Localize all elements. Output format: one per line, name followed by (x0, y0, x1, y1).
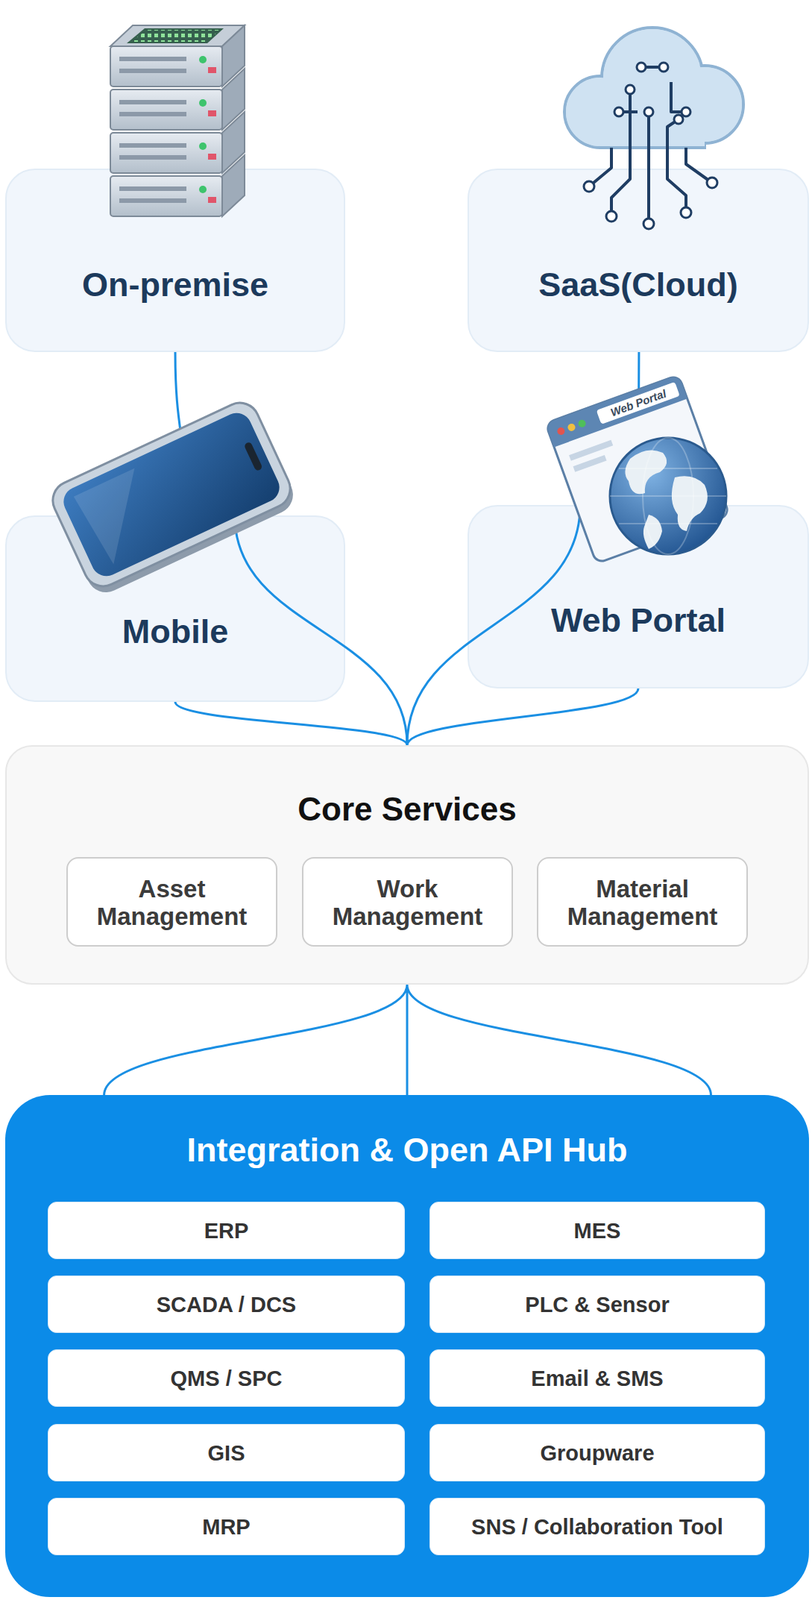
cloud-icon-part-part (659, 62, 669, 72)
server-icon-part (199, 99, 207, 107)
cloud-icon-part-part (641, 65, 664, 69)
browser-icon-part (566, 422, 577, 432)
box-label: MES (430, 1218, 765, 1243)
box-label: ERP (48, 1218, 405, 1243)
box-label: Groupware (430, 1440, 765, 1466)
server-icon-part (131, 29, 221, 42)
connector-line (104, 984, 712, 1095)
platform-tile: Web Portal (467, 504, 810, 689)
system-box: SCADA / DCS (47, 1275, 405, 1333)
server-icon-part (119, 111, 187, 117)
server-icon-part (119, 99, 187, 105)
server-icon-part (208, 67, 217, 74)
globe-icon-part-part (624, 449, 667, 494)
cloud-icon-part-part (667, 67, 742, 142)
box-title: Mobile (6, 612, 344, 651)
cloud-icon-part-part (600, 105, 705, 147)
box-title: SaaS(Cloud) (469, 265, 808, 305)
system-box: MES (429, 1201, 766, 1259)
box-title: Integration & Open API Hub (5, 1130, 810, 1170)
cloud-icon-part-part (600, 104, 705, 148)
server-icon-part (199, 142, 207, 150)
address-bar-text: Web Portal (608, 386, 668, 420)
box-title: Web Portal (469, 600, 808, 640)
server-icon-part (126, 28, 224, 44)
box-label: Work Management (303, 875, 512, 931)
box-label: PLC & Sensor (430, 1292, 765, 1317)
box-label: SCADA / DCS (48, 1292, 405, 1317)
box-label: MRP (48, 1514, 405, 1539)
connector-line (637, 351, 641, 505)
server-icon-part (199, 55, 207, 64)
cloud-icon-part-part (603, 29, 702, 128)
cloud-icon-part-part (618, 110, 638, 114)
box-label: SNS / Collaboration Tool (430, 1514, 765, 1539)
box-label: GIS (48, 1440, 405, 1466)
cloud-icon-part-part (644, 107, 654, 117)
cloud-icon-part-part (674, 114, 684, 124)
platform-tile: On-premise (5, 168, 346, 352)
platform-tile: Mobile (5, 515, 346, 702)
box-label: Material Management (538, 875, 747, 931)
box-label: Email & SMS (430, 1366, 765, 1391)
cloud-icon-part (564, 27, 744, 148)
system-box: GIS (47, 1423, 405, 1481)
cloud-icon-part-part (564, 76, 637, 148)
browser-icon-part (545, 375, 688, 448)
server-icon-part (110, 25, 245, 47)
system-box: Groupware (429, 1423, 766, 1481)
phone-icon-part (243, 441, 264, 472)
server-icon-part (222, 111, 245, 173)
server-icon-part (119, 56, 187, 62)
box-title: Core Services (6, 790, 808, 828)
cloud-icon-part-part (625, 85, 635, 94)
box-label: Asset Management (67, 875, 276, 931)
browser-icon-part (556, 426, 566, 437)
browser-icon-part (568, 439, 613, 461)
server-icon-part (222, 68, 245, 130)
system-box: MRP (47, 1497, 405, 1555)
system-box: ERP (47, 1201, 405, 1259)
cloud-icon-part-part (565, 77, 635, 147)
server-icon-part (110, 46, 223, 87)
platform-tile: SaaS(Cloud) (467, 168, 810, 352)
cloud-icon-part-part (636, 62, 646, 72)
service-box: Material Management (536, 856, 748, 947)
cloud-icon-part (565, 29, 742, 147)
system-box: Email & SMS (429, 1348, 766, 1407)
cloud-icon-part-part (601, 27, 704, 129)
server-icon-part (110, 132, 223, 173)
browser-icon-part (573, 454, 607, 472)
server-icon-part (208, 110, 217, 117)
system-box: PLC & Sensor (429, 1275, 766, 1333)
server-icon-part (110, 89, 223, 130)
box-label: QMS / SPC (48, 1366, 405, 1391)
server-icon-part (208, 153, 217, 160)
service-box: Work Management (301, 856, 513, 947)
cloud-icon-part-part (681, 107, 691, 117)
server-icon-part (119, 155, 187, 160)
browser-icon-part (577, 418, 587, 428)
globe-icon-part-part (609, 495, 727, 497)
service-box: Asset Management (66, 856, 278, 947)
system-box: QMS / SPC (47, 1348, 405, 1407)
box-title: On-premise (6, 265, 344, 305)
core-services-panel: Core ServicesAsset Management Work Manage… (5, 744, 810, 985)
server-icon-part (222, 25, 245, 87)
connector-line (175, 351, 187, 516)
server-icon-part (119, 143, 187, 148)
server-icon-part (119, 68, 187, 74)
system-box: SNS / Collaboration Tool (429, 1497, 766, 1555)
integration-hub: Integration & Open API HubERP MES SCADA / … (5, 1094, 810, 1597)
cloud-icon-part-part (667, 119, 679, 148)
cloud-icon-part-part (665, 65, 744, 144)
browser-icon-part (596, 381, 681, 425)
cloud-icon-part-part (671, 82, 686, 112)
globe-icon-part-part (618, 467, 718, 470)
cloud-icon-part-part (614, 107, 624, 117)
